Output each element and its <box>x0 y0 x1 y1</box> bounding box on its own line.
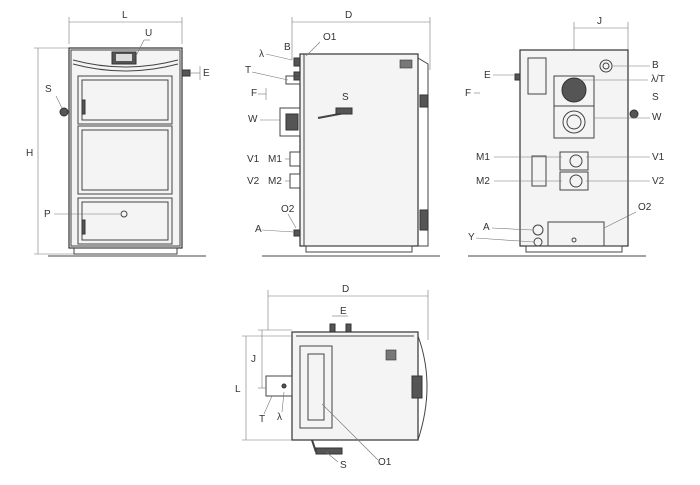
side-depth-label: D <box>345 10 352 21</box>
side-m1-label: M1 <box>268 154 282 165</box>
side-s-label: S <box>342 92 349 103</box>
side-f-label: F <box>251 88 257 99</box>
rear-w-label: W <box>652 112 662 123</box>
rear-v2-label: V2 <box>652 176 665 187</box>
top-lambda-label: λ <box>277 412 282 423</box>
top-s-label: S <box>340 460 347 471</box>
top-depth-label: D <box>342 284 349 295</box>
rear-m2-label: M2 <box>476 176 490 187</box>
rear-e-label: E <box>484 70 491 81</box>
front-safety-label: S <box>45 84 52 95</box>
side-a-label: A <box>255 224 262 235</box>
front-height-label: H <box>26 148 33 159</box>
front-view: L U P E S <box>26 10 210 257</box>
top-e-label: E <box>340 306 347 317</box>
side-lambda-label: λ <box>259 49 264 60</box>
rear-b-label: B <box>652 60 659 71</box>
top-j-label: J <box>251 354 256 365</box>
vent-grid-icon <box>399 59 413 69</box>
side-v1-label: V1 <box>247 154 260 165</box>
rear-o2-label: O2 <box>638 202 652 213</box>
rear-j-label: J <box>597 16 602 27</box>
side-w-label: W <box>248 114 258 125</box>
top-o1-label: O1 <box>378 457 392 468</box>
rear-f-label: F <box>465 88 471 99</box>
side-view: D λ B O1 T F <box>245 10 440 257</box>
safety-valve-icon <box>59 107 69 117</box>
rear-lambda-t-label: λ/T <box>651 74 665 85</box>
side-o1-label: O1 <box>323 32 337 43</box>
rear-a-label: A <box>483 222 490 233</box>
top-l-label: L <box>235 384 241 395</box>
front-flue-label: E <box>203 68 210 79</box>
side-o2-label: O2 <box>281 204 295 215</box>
rear-view: J B E λ/T <box>465 16 665 257</box>
side-t-label: T <box>245 65 251 76</box>
front-width-label: L <box>122 10 128 21</box>
rear-s-label: S <box>652 92 659 103</box>
top-t-label: T <box>259 414 265 425</box>
front-door-label: P <box>44 209 51 220</box>
side-m2-label: M2 <box>268 176 282 187</box>
side-v2-label: V2 <box>247 176 260 187</box>
front-control-label: U <box>145 28 152 39</box>
ash-door-knob-icon <box>120 210 128 218</box>
top-view: D E J L T λ S <box>235 284 429 471</box>
rear-a-connector-icon <box>532 224 544 236</box>
rear-y-label: Y <box>468 232 475 243</box>
rear-v1-label: V1 <box>652 152 665 163</box>
side-b-label: B <box>284 42 291 53</box>
flue-outlet-icon <box>561 77 587 103</box>
rear-m1-label: M1 <box>476 152 490 163</box>
